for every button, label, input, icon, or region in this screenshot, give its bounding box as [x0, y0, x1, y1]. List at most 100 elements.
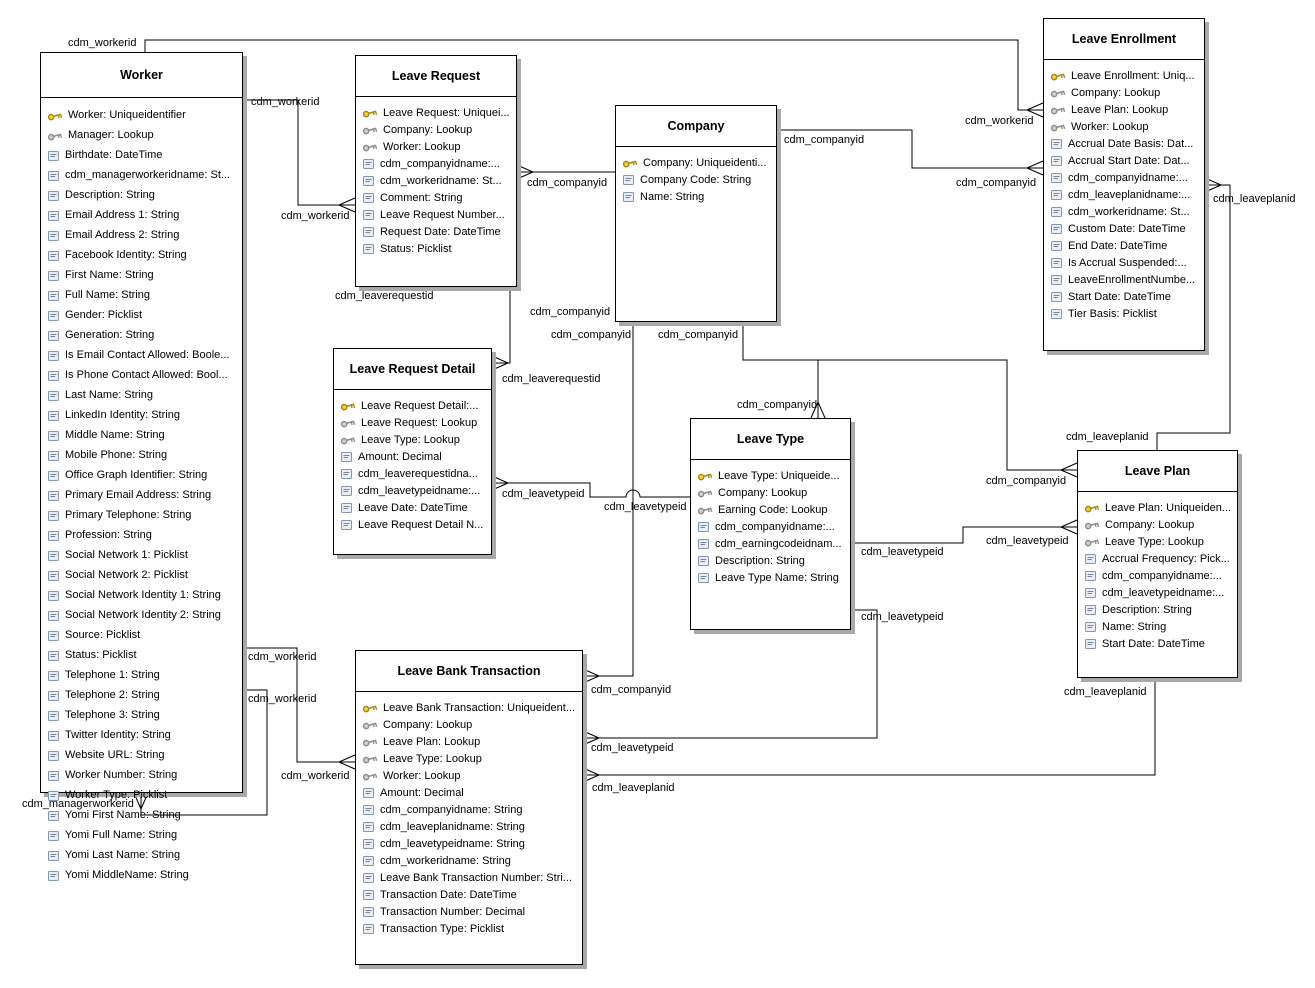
field-row: Worker: Lookup — [362, 767, 579, 784]
field-label: Leave Bank Transaction: Uniqueident... — [383, 701, 576, 714]
attribute-icon — [698, 522, 709, 532]
attribute-icon — [363, 907, 374, 917]
field-label: Source: Picklist — [65, 629, 141, 641]
relationship-leavetype-leavebanktransaction — [582, 609, 878, 746]
attribute-icon — [48, 750, 59, 761]
field-label: cdm_managerworkeridname: St... — [65, 169, 231, 181]
field-label: Leave Plan: Lookup — [383, 735, 481, 748]
field-label: Company: Uniqueidenti... — [643, 156, 767, 169]
attribute-icon — [48, 350, 59, 361]
attribute-icon — [363, 159, 374, 169]
attribute-icon — [48, 870, 59, 881]
field-label: End Date: DateTime — [1068, 239, 1168, 252]
foreign-key-icon — [1050, 107, 1066, 115]
field-label: Status: Picklist — [380, 242, 452, 255]
field-label: Email Address 2: String — [65, 229, 180, 241]
fk-label: cdm_leaveplanid — [1066, 431, 1149, 443]
field-row: Is Phone Contact Allowed: Bool... — [47, 365, 239, 385]
field-label: cdm_leaveplanidname:... — [1068, 188, 1191, 201]
field-label: Social Network Identity 2: String — [65, 609, 221, 621]
field-label: Telephone 3: String — [65, 709, 160, 721]
primary-key-icon — [622, 160, 638, 168]
field-row: cdm_workeridname: St... — [1050, 203, 1201, 220]
relationship-worker-leaveenrollment — [144, 39, 1044, 118]
attribute-icon — [48, 610, 59, 621]
field-row: Start Date: DateTime — [1084, 635, 1234, 652]
entity-leave-request[interactable]: Leave Request Leave Request: Uniquei...C… — [355, 55, 517, 287]
fk-label: cdm_leavetypeid — [604, 501, 687, 513]
field-row: Social Network 1: Picklist — [47, 545, 239, 565]
field-label: Last Name: String — [65, 389, 154, 401]
foreign-key-icon — [362, 739, 378, 747]
attribute-icon — [48, 650, 59, 661]
field-label: cdm_leavetypeidname:... — [358, 484, 481, 497]
field-row: Birthdate: DateTime — [47, 145, 239, 165]
attribute-icon — [48, 850, 59, 861]
field-row: Company Code: String — [622, 171, 773, 188]
field-label: cdm_earningcodeidnam... — [715, 537, 842, 550]
field-label: cdm_workeridname: St... — [380, 174, 502, 187]
entity-title: Leave Enrollment — [1044, 19, 1204, 60]
field-label: cdm_companyidname:... — [1102, 569, 1222, 582]
field-label: Is Phone Contact Allowed: Bool... — [65, 369, 228, 381]
entity-leave-type[interactable]: Leave Type Leave Type: Uniqueide...Compa… — [690, 418, 851, 630]
field-row: Amount: Decimal — [340, 448, 488, 465]
attribute-icon — [48, 470, 59, 481]
field-label: Accrual Start Date: Dat... — [1068, 154, 1190, 167]
field-label: Social Network 2: Picklist — [65, 569, 188, 581]
attribute-icon — [363, 890, 374, 900]
field-row: Leave Date: DateTime — [340, 499, 488, 516]
attribute-icon — [363, 856, 374, 866]
field-row: Worker: Uniqueidentifier — [47, 105, 239, 125]
field-label: Company: Lookup — [383, 718, 473, 731]
entity-title: Leave Request Detail — [334, 349, 491, 390]
field-label: Amount: Decimal — [380, 786, 464, 799]
primary-key-icon — [362, 705, 378, 713]
attribute-icon — [1085, 622, 1096, 632]
field-row: Transaction Type: Picklist — [362, 920, 579, 937]
field-label: cdm_workeridname: String — [380, 854, 511, 867]
field-label: cdm_companyidname: String — [380, 803, 523, 816]
primary-key-icon — [340, 403, 356, 411]
field-label: Start Date: DateTime — [1102, 637, 1205, 650]
field-row: cdm_managerworkeridname: St... — [47, 165, 239, 185]
field-label: cdm_leaveplanidname: String — [380, 820, 525, 833]
entity-leave-enrollment[interactable]: Leave Enrollment Leave Enrollment: Uniq.… — [1043, 18, 1205, 351]
entity-leave-request-detail[interactable]: Leave Request Detail Leave Request Detai… — [333, 348, 492, 555]
field-row: Is Email Contact Allowed: Boole... — [47, 345, 239, 365]
field-label: Tier Basis: Picklist — [1068, 307, 1157, 320]
field-row: Transaction Date: DateTime — [362, 886, 579, 903]
attribute-icon — [48, 410, 59, 421]
entity-leave-bank-transaction[interactable]: Leave Bank Transaction Leave Bank Transa… — [355, 650, 583, 965]
field-label: Full Name: String — [65, 289, 150, 301]
attribute-icon — [1085, 639, 1096, 649]
entity-leave-plan[interactable]: Leave Plan Leave Plan: Uniqueiden...Comp… — [1077, 450, 1238, 678]
field-row: Leave Type: Lookup — [362, 750, 579, 767]
entity-title: Leave Type — [691, 419, 850, 460]
field-row: Accrual Date Basis: Dat... — [1050, 135, 1201, 152]
field-label: Description: String — [1102, 603, 1192, 616]
attribute-icon — [341, 452, 352, 462]
field-label: Transaction Type: Picklist — [380, 922, 505, 935]
attribute-icon — [363, 210, 374, 220]
attribute-icon — [1051, 241, 1062, 251]
field-row: Email Address 2: String — [47, 225, 239, 245]
relationship-worker-leavebanktransaction — [243, 647, 356, 770]
field-row: Telephone 2: String — [47, 685, 239, 705]
fk-label: cdm_managerworkerid — [22, 798, 134, 810]
field-label: Birthdate: DateTime — [65, 149, 163, 161]
field-row: Leave Request Number... — [362, 206, 513, 223]
field-label: Yomi First Name: String — [65, 809, 181, 821]
field-row: Description: String — [47, 185, 239, 205]
foreign-key-icon — [340, 437, 356, 445]
field-row: LinkedIn Identity: String — [47, 405, 239, 425]
field-label: Email Address 1: String — [65, 209, 180, 221]
entity-company[interactable]: Company Company: Uniqueidenti...Company … — [615, 105, 777, 322]
attribute-icon — [48, 150, 59, 161]
field-row: Worker: Lookup — [1050, 118, 1201, 135]
field-label: Leave Request Detail N... — [358, 518, 484, 531]
field-row: cdm_leavetypeidname:... — [1084, 584, 1234, 601]
field-row: cdm_workeridname: String — [362, 852, 579, 869]
field-row: Name: String — [622, 188, 773, 205]
